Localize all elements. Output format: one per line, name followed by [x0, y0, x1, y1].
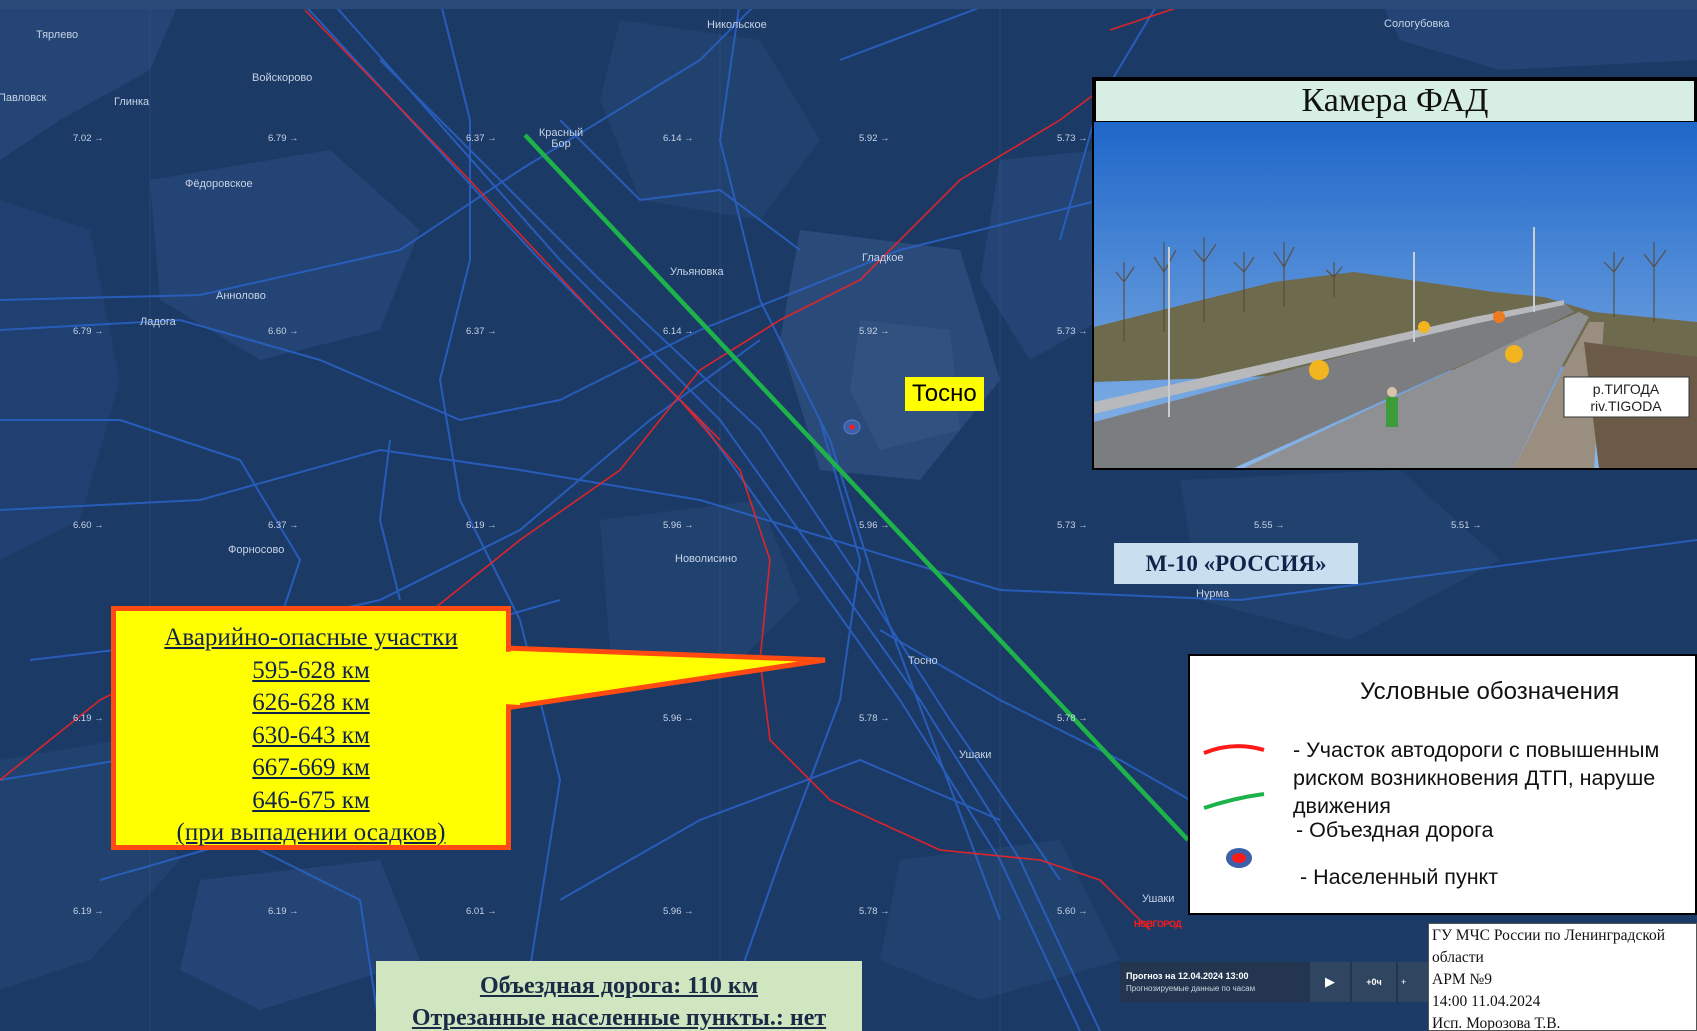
- forecast-title: Прогноз на 12.04.2024 13:00: [1126, 971, 1249, 981]
- forecast-subtitle: Прогнозируемые данные по часам: [1126, 984, 1256, 993]
- info-datetime: 14:00 11.04.2024: [1432, 993, 1541, 1010]
- temperature-label: 5.92 →: [859, 133, 890, 144]
- place-label: Гладкое: [862, 252, 904, 264]
- temperature-label: 6.14 →: [663, 326, 694, 337]
- callout-segment: 630-643 км: [252, 721, 370, 749]
- callout-heading: Аварийно-опасные участки: [164, 624, 458, 651]
- info-org-cont: области: [1432, 949, 1484, 966]
- place-label: Ушаки: [959, 749, 992, 761]
- hazard-road-swatch: [1203, 744, 1265, 755]
- place-label: Фёдоровское: [185, 178, 253, 190]
- sign-text-en: riv.TIGODA: [1590, 398, 1662, 414]
- temperature-label: 6.37 →: [466, 133, 497, 144]
- temperature-label: 5.96 →: [859, 520, 890, 531]
- info-box: ГУ МЧС России по Ленинградской области А…: [1428, 923, 1697, 1031]
- temperature-label: 5.78 →: [859, 906, 890, 917]
- offset-button[interactable]: +0ч: [1352, 962, 1396, 1002]
- camera-photo: р.ТИГОДА riv.TIGODA: [1094, 122, 1697, 468]
- temperature-label: 5.92 →: [859, 326, 890, 337]
- temperature-label: 6.19 →: [268, 906, 299, 917]
- temperature-label: 6.19 →: [73, 713, 104, 724]
- temperature-label: 6.79 →: [268, 133, 299, 144]
- callout-segment: 626-628 км: [252, 689, 370, 716]
- place-label: Ушаки: [1142, 893, 1175, 905]
- location-marker-text: НОВГОРОД: [1134, 919, 1182, 929]
- play-icon: ▶: [1325, 974, 1335, 989]
- place-label: Новолисино: [675, 553, 738, 565]
- temperature-label: 6.01 →: [466, 906, 497, 917]
- detour-road-swatch: [1203, 792, 1265, 810]
- place-label: Форносово: [228, 544, 285, 556]
- camera-title: Камера ФАД: [1096, 81, 1694, 121]
- temperature-label: 6.14 →: [663, 133, 694, 144]
- info-workstation: АРМ №9: [1432, 971, 1493, 988]
- camera-panel: Камера ФАД: [1092, 77, 1697, 470]
- temperature-label: 5.55 →: [1254, 520, 1285, 531]
- temperature-label: 5.78 →: [859, 713, 890, 724]
- top-bar: [0, 0, 1697, 9]
- place-label: Глинка: [114, 96, 150, 108]
- temperature-label: 5.96 →: [663, 520, 694, 531]
- detour-road-line: [523, 133, 1190, 842]
- callout-segment: 595-628 км: [252, 656, 370, 684]
- legend-swatches: [1203, 744, 1265, 868]
- temperature-label: 5.73 →: [1057, 133, 1088, 144]
- place-label: Сологубовка: [1384, 18, 1450, 30]
- temperature-label: 5.96 →: [663, 713, 694, 724]
- callout-segment: 667-669 км: [252, 754, 370, 781]
- sign-text-ru: р.ТИГОДА: [1593, 381, 1660, 397]
- place-label: Ульяновка: [670, 266, 724, 278]
- temperature-label: 5.51 →: [1451, 520, 1482, 531]
- settlement-marker-center: [849, 424, 855, 430]
- legend-title: Условные обозначения: [1360, 678, 1620, 705]
- temperature-label: 5.73 →: [1057, 326, 1088, 337]
- place-label: Тосно: [908, 655, 938, 667]
- temperature-label: 6.37 →: [466, 326, 497, 337]
- grid-lines: [149, 0, 1001, 1031]
- detour-length: Объездная дорога: 110 км: [479, 973, 759, 999]
- hazard-callout: Аварийно-опасные участки 595-628 км 626-…: [111, 606, 511, 850]
- legend-settlement-text: - Населенный пункт: [1300, 865, 1499, 889]
- temperature-label: 6.79 →: [73, 326, 104, 337]
- legend-hazard-line2: риском возникновения ДТП, наруше: [1293, 766, 1656, 790]
- play-button[interactable]: ▶: [1310, 962, 1350, 1002]
- callout-note: (при выпадении осадков): [176, 819, 446, 846]
- temperature-label: 6.60 →: [73, 520, 104, 531]
- place-label: Нурма: [1196, 588, 1230, 600]
- place-label: Никольское: [707, 19, 767, 31]
- temperature-label: 5.96 →: [663, 906, 694, 917]
- temperature-label: 6.60 →: [268, 326, 299, 337]
- temperature-label: 6.19 →: [466, 520, 497, 531]
- city-label: Тосно: [905, 377, 984, 411]
- temperature-label: 5.60 →: [1057, 906, 1088, 917]
- temperature-label: 5.78 →: [1057, 713, 1088, 724]
- temperature-label: 6.37 →: [268, 520, 299, 531]
- temperature-label: 6.19 →: [73, 906, 104, 917]
- forecast-bar: Прогноз на 12.04.2024 13:00 Прогнозируем…: [1120, 962, 1432, 1002]
- place-label: Войскорово: [252, 72, 313, 84]
- cut-off-settlements: Отрезанные населенные пункты.: нет: [411, 1005, 827, 1031]
- road-label: М-10 «РОССИЯ»: [1114, 543, 1358, 584]
- info-executor: Исп. Морозова Т.В.: [1432, 1015, 1561, 1031]
- legend-hazard-line1: - Участок автодороги с повышенным: [1293, 738, 1660, 762]
- info-org: ГУ МЧС России по Ленинградской: [1432, 927, 1666, 944]
- legend-hazard-line3: движения: [1293, 794, 1391, 818]
- place-label: Красный Бор: [538, 127, 584, 150]
- legend-detour-text: - Объездная дорога: [1296, 818, 1494, 842]
- place-label: Ладога: [140, 316, 176, 328]
- legend: Условные обозначения - Участок автодорог…: [1188, 654, 1697, 915]
- place-label: Тярлево: [36, 29, 79, 41]
- temperature-label: 7.02 →: [73, 133, 104, 144]
- callout-segment: 646-675 км: [252, 786, 370, 814]
- temperature-label: 5.73 →: [1057, 520, 1088, 531]
- place-label: Павловск: [0, 92, 47, 104]
- next-offset-button[interactable]: +: [1398, 962, 1432, 1002]
- detour-info-box: Объездная дорога: 110 км Отрезанные насе…: [376, 961, 862, 1031]
- place-label: Аннолово: [216, 290, 266, 302]
